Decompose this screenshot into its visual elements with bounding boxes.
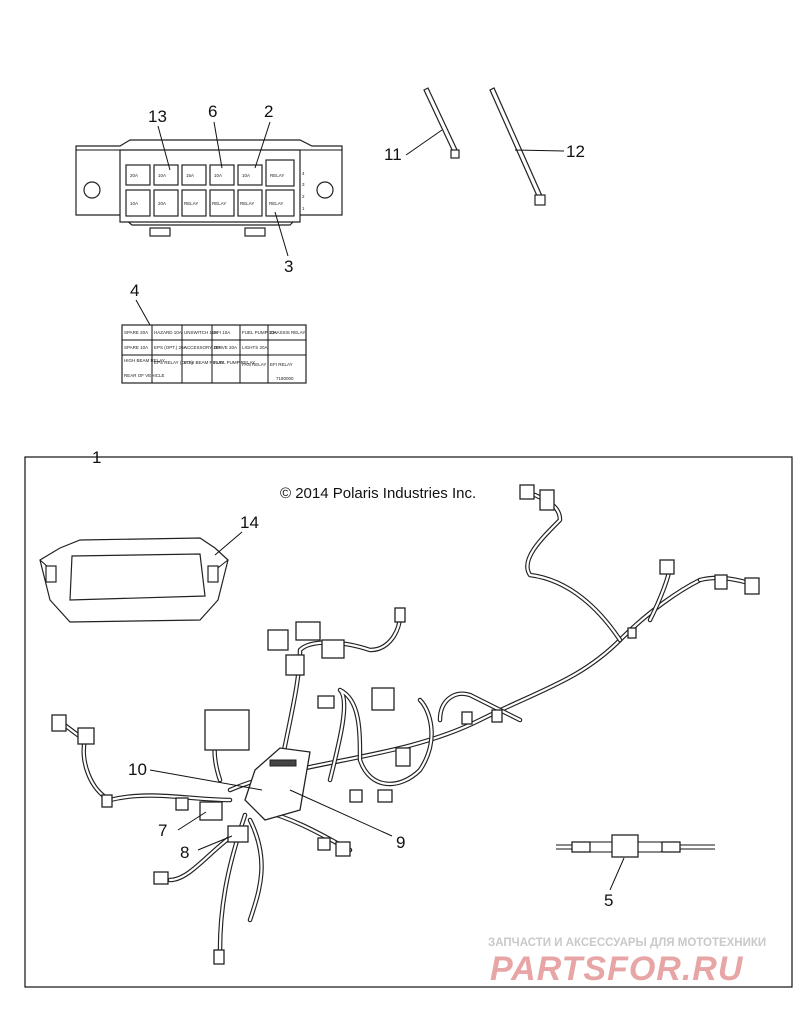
- copyright-text: © 2014 Polaris Industries Inc.: [280, 485, 476, 502]
- callout-11: 11: [384, 145, 402, 164]
- decal-cell: HAZARD 10A: [154, 330, 182, 335]
- fuse-side-number: 2: [302, 194, 305, 199]
- decal-cell: EFI RELAY: [270, 362, 293, 367]
- fuse-side-number: 3: [302, 182, 305, 187]
- callout-5: 5: [604, 891, 613, 910]
- assembly-frame: [24, 456, 793, 988]
- fuse-label: RELAY: [240, 201, 254, 206]
- fuse-label: 15A: [186, 173, 194, 178]
- wire-harness: [51, 484, 760, 965]
- fuse-label: RELAY: [212, 201, 226, 206]
- callout-9: 9: [396, 833, 405, 852]
- decal-cell: EPS (OPT.) 20A: [154, 345, 187, 350]
- jumper-harness: [556, 834, 715, 858]
- decal-cell: EFI 10A: [214, 330, 230, 335]
- fuse-decal: SPARE 20A HAZARD 10A UNSWITCH 15A EFI 10…: [121, 324, 307, 384]
- callout-10: 10: [128, 760, 147, 779]
- decal-cell: FUEL PUMP 10A: [242, 330, 277, 335]
- watermark-logo: PARTSFOR.RU: [490, 950, 744, 988]
- decal-cell: SPARE 20A: [124, 330, 148, 335]
- fuse-label: 20A: [130, 173, 138, 178]
- decal-cell: FAN RELAY: [242, 362, 266, 367]
- fuse-label: 10A: [130, 201, 138, 206]
- callout-7: 7: [158, 821, 167, 840]
- callout-13: 13: [148, 107, 167, 126]
- fuse-side-number: 1: [302, 206, 305, 211]
- decal-cell: EPS RELAY (OPT.): [154, 360, 193, 365]
- callout-3: 3: [284, 257, 293, 276]
- decal-arrow-label: REAR OF VEHICLE: [124, 373, 165, 378]
- callout-4: 4: [130, 281, 139, 300]
- callout-2: 2: [264, 102, 273, 121]
- decal-cell: SPARE 10A: [124, 345, 148, 350]
- decal-cell: FUEL PUMP RELAY: [214, 360, 255, 365]
- cable-tie-long: [489, 87, 546, 206]
- fuse-box-cover: [39, 537, 229, 623]
- watermark-tagline: ЗАПЧАСТИ И АКСЕССУАРЫ ДЛЯ МОТОТЕХНИКИ: [488, 937, 766, 949]
- decal-cell: HIGH BEAM RELAY: [124, 358, 165, 363]
- callout-14: 14: [240, 513, 259, 532]
- decal-cell: CHASSIS RELAY: [270, 330, 305, 335]
- fuse-label: 10A: [158, 173, 166, 178]
- decal-cell: LOW BEAM RELAY: [184, 360, 224, 365]
- decal-cell: LIGHTS 20A: [242, 345, 268, 350]
- fuse-label: 10A: [214, 173, 222, 178]
- fuse-box: 20A 10A 15A 10A 10A RELAY 10A 20A RELAY …: [75, 139, 343, 237]
- fuse-row-top: 20A 10A 15A 10A 10A RELAY: [125, 159, 295, 187]
- cable-tie-short: [423, 87, 460, 159]
- callout-8: 8: [180, 843, 189, 862]
- fuse-row-bottom: 10A 20A RELAY RELAY RELAY RELAY: [125, 189, 295, 217]
- fuse-label: 20A: [158, 201, 166, 206]
- decal-part-code: 7180000: [276, 376, 294, 381]
- fuse-label: RELAY: [269, 201, 283, 206]
- fuse-label: RELAY: [184, 201, 198, 206]
- fuse-side-number: 4: [302, 171, 305, 176]
- decal-cell: UNSWITCH 15A: [184, 330, 218, 335]
- decal-cell: ACCESSORY 20A: [184, 345, 221, 350]
- callout-12: 12: [566, 142, 585, 161]
- decal-cell: DRIVE 20A: [214, 345, 237, 350]
- fuse-label: 10A: [242, 173, 250, 178]
- fuse-label: RELAY: [270, 173, 284, 178]
- callout-6: 6: [208, 102, 217, 121]
